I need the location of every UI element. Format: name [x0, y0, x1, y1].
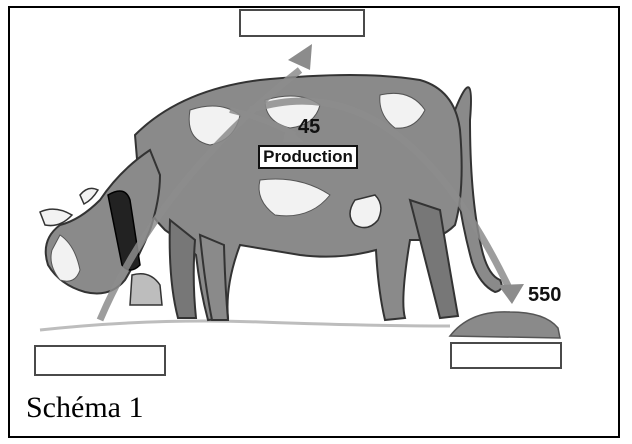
production-label: Production — [258, 145, 358, 169]
production-value: 45 — [298, 116, 320, 139]
dung-value: 550 — [528, 284, 561, 307]
arrow-head-dung — [498, 284, 524, 304]
blank-answer-box-top[interactable] — [239, 9, 365, 37]
ground-line — [40, 321, 450, 330]
cow — [40, 75, 502, 320]
arrow-head-top — [288, 44, 312, 70]
dung-pile — [450, 312, 560, 338]
blank-answer-box-left[interactable] — [34, 345, 166, 376]
blank-answer-box-right[interactable] — [450, 342, 562, 369]
diagram-caption: Schéma 1 — [26, 393, 143, 423]
